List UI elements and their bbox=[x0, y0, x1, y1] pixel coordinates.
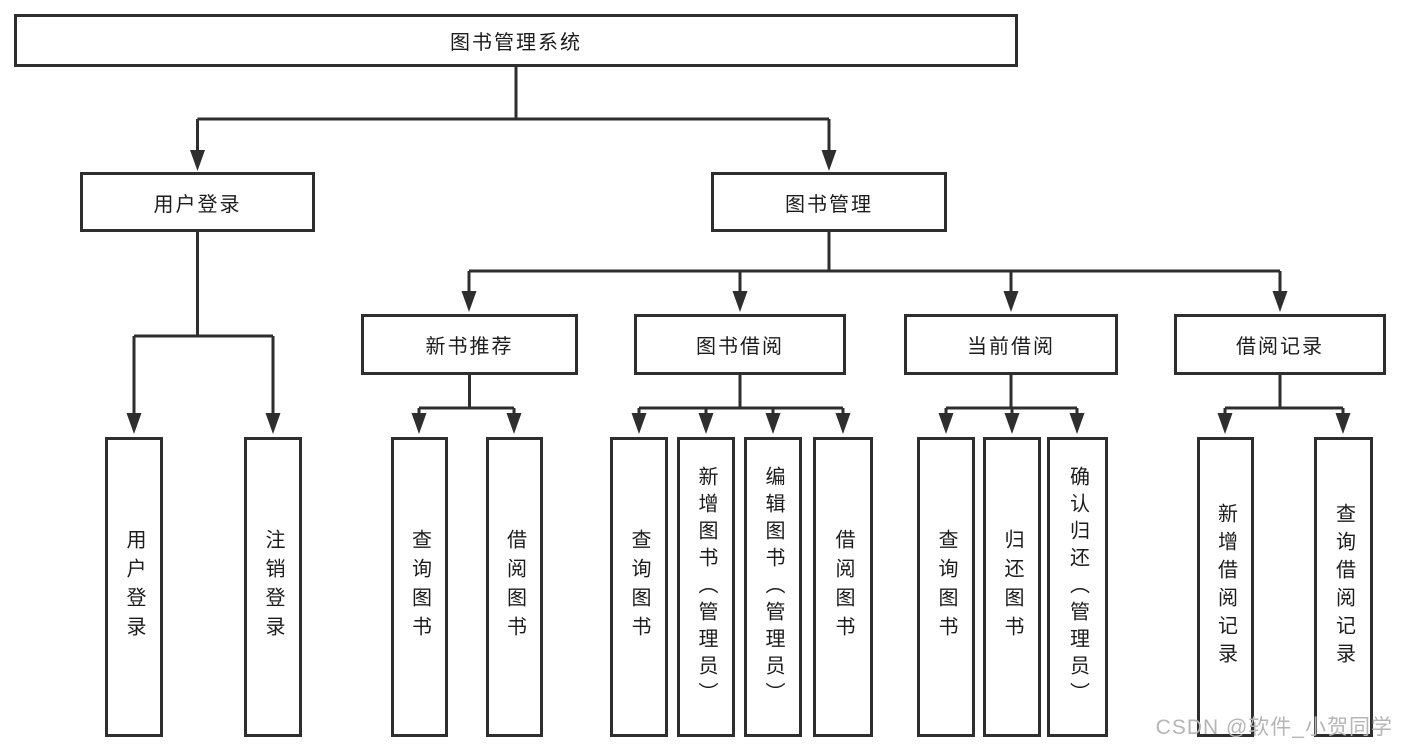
node-user-login: 用户登录 bbox=[80, 172, 315, 232]
node-new-book-recommend: 新书推荐 bbox=[361, 314, 578, 375]
leaf-query-borrow-record: 查询借阅记录 bbox=[1314, 437, 1373, 737]
leaf-query-book-borrow: 查询图书 bbox=[610, 437, 668, 737]
leaf-confirm-return-admin: 确认归还（管理员） bbox=[1047, 437, 1108, 737]
leaf-borrow-book-recommend: 借阅图书 bbox=[486, 437, 543, 737]
leaf-query-book-current: 查询图书 bbox=[917, 437, 975, 737]
node-current-borrow: 当前借阅 bbox=[904, 314, 1118, 375]
node-book-borrow: 图书借阅 bbox=[634, 314, 846, 375]
connector-root-to-level2 bbox=[190, 67, 837, 171]
csdn-watermark: CSDN @软件_小贺同学 bbox=[1155, 716, 1393, 739]
node-book-management: 图书管理 bbox=[711, 172, 947, 232]
connector-user-login-children bbox=[126, 232, 281, 434]
leaf-edit-book-admin: 编辑图书（管理员） bbox=[744, 437, 802, 737]
leaf-borrow-book: 借阅图书 bbox=[813, 437, 873, 737]
connector-new-book-children bbox=[411, 375, 522, 434]
connector-book-management-children bbox=[461, 232, 1288, 312]
connector-borrow-records-children bbox=[1217, 375, 1351, 434]
connector-current-borrow-children bbox=[938, 375, 1085, 434]
leaf-logout: 注销登录 bbox=[244, 437, 302, 737]
leaf-add-book-admin: 新增图书（管理员） bbox=[677, 437, 735, 737]
node-root-system: 图书管理系统 bbox=[14, 14, 1018, 67]
leaf-user-login: 用户登录 bbox=[105, 437, 163, 737]
connector-book-borrow-children bbox=[631, 375, 851, 434]
leaf-query-book-recommend: 查询图书 bbox=[391, 437, 448, 737]
leaf-add-borrow-record: 新增借阅记录 bbox=[1197, 437, 1254, 737]
leaf-return-book: 归还图书 bbox=[983, 437, 1041, 737]
node-borrow-records: 借阅记录 bbox=[1174, 314, 1386, 375]
